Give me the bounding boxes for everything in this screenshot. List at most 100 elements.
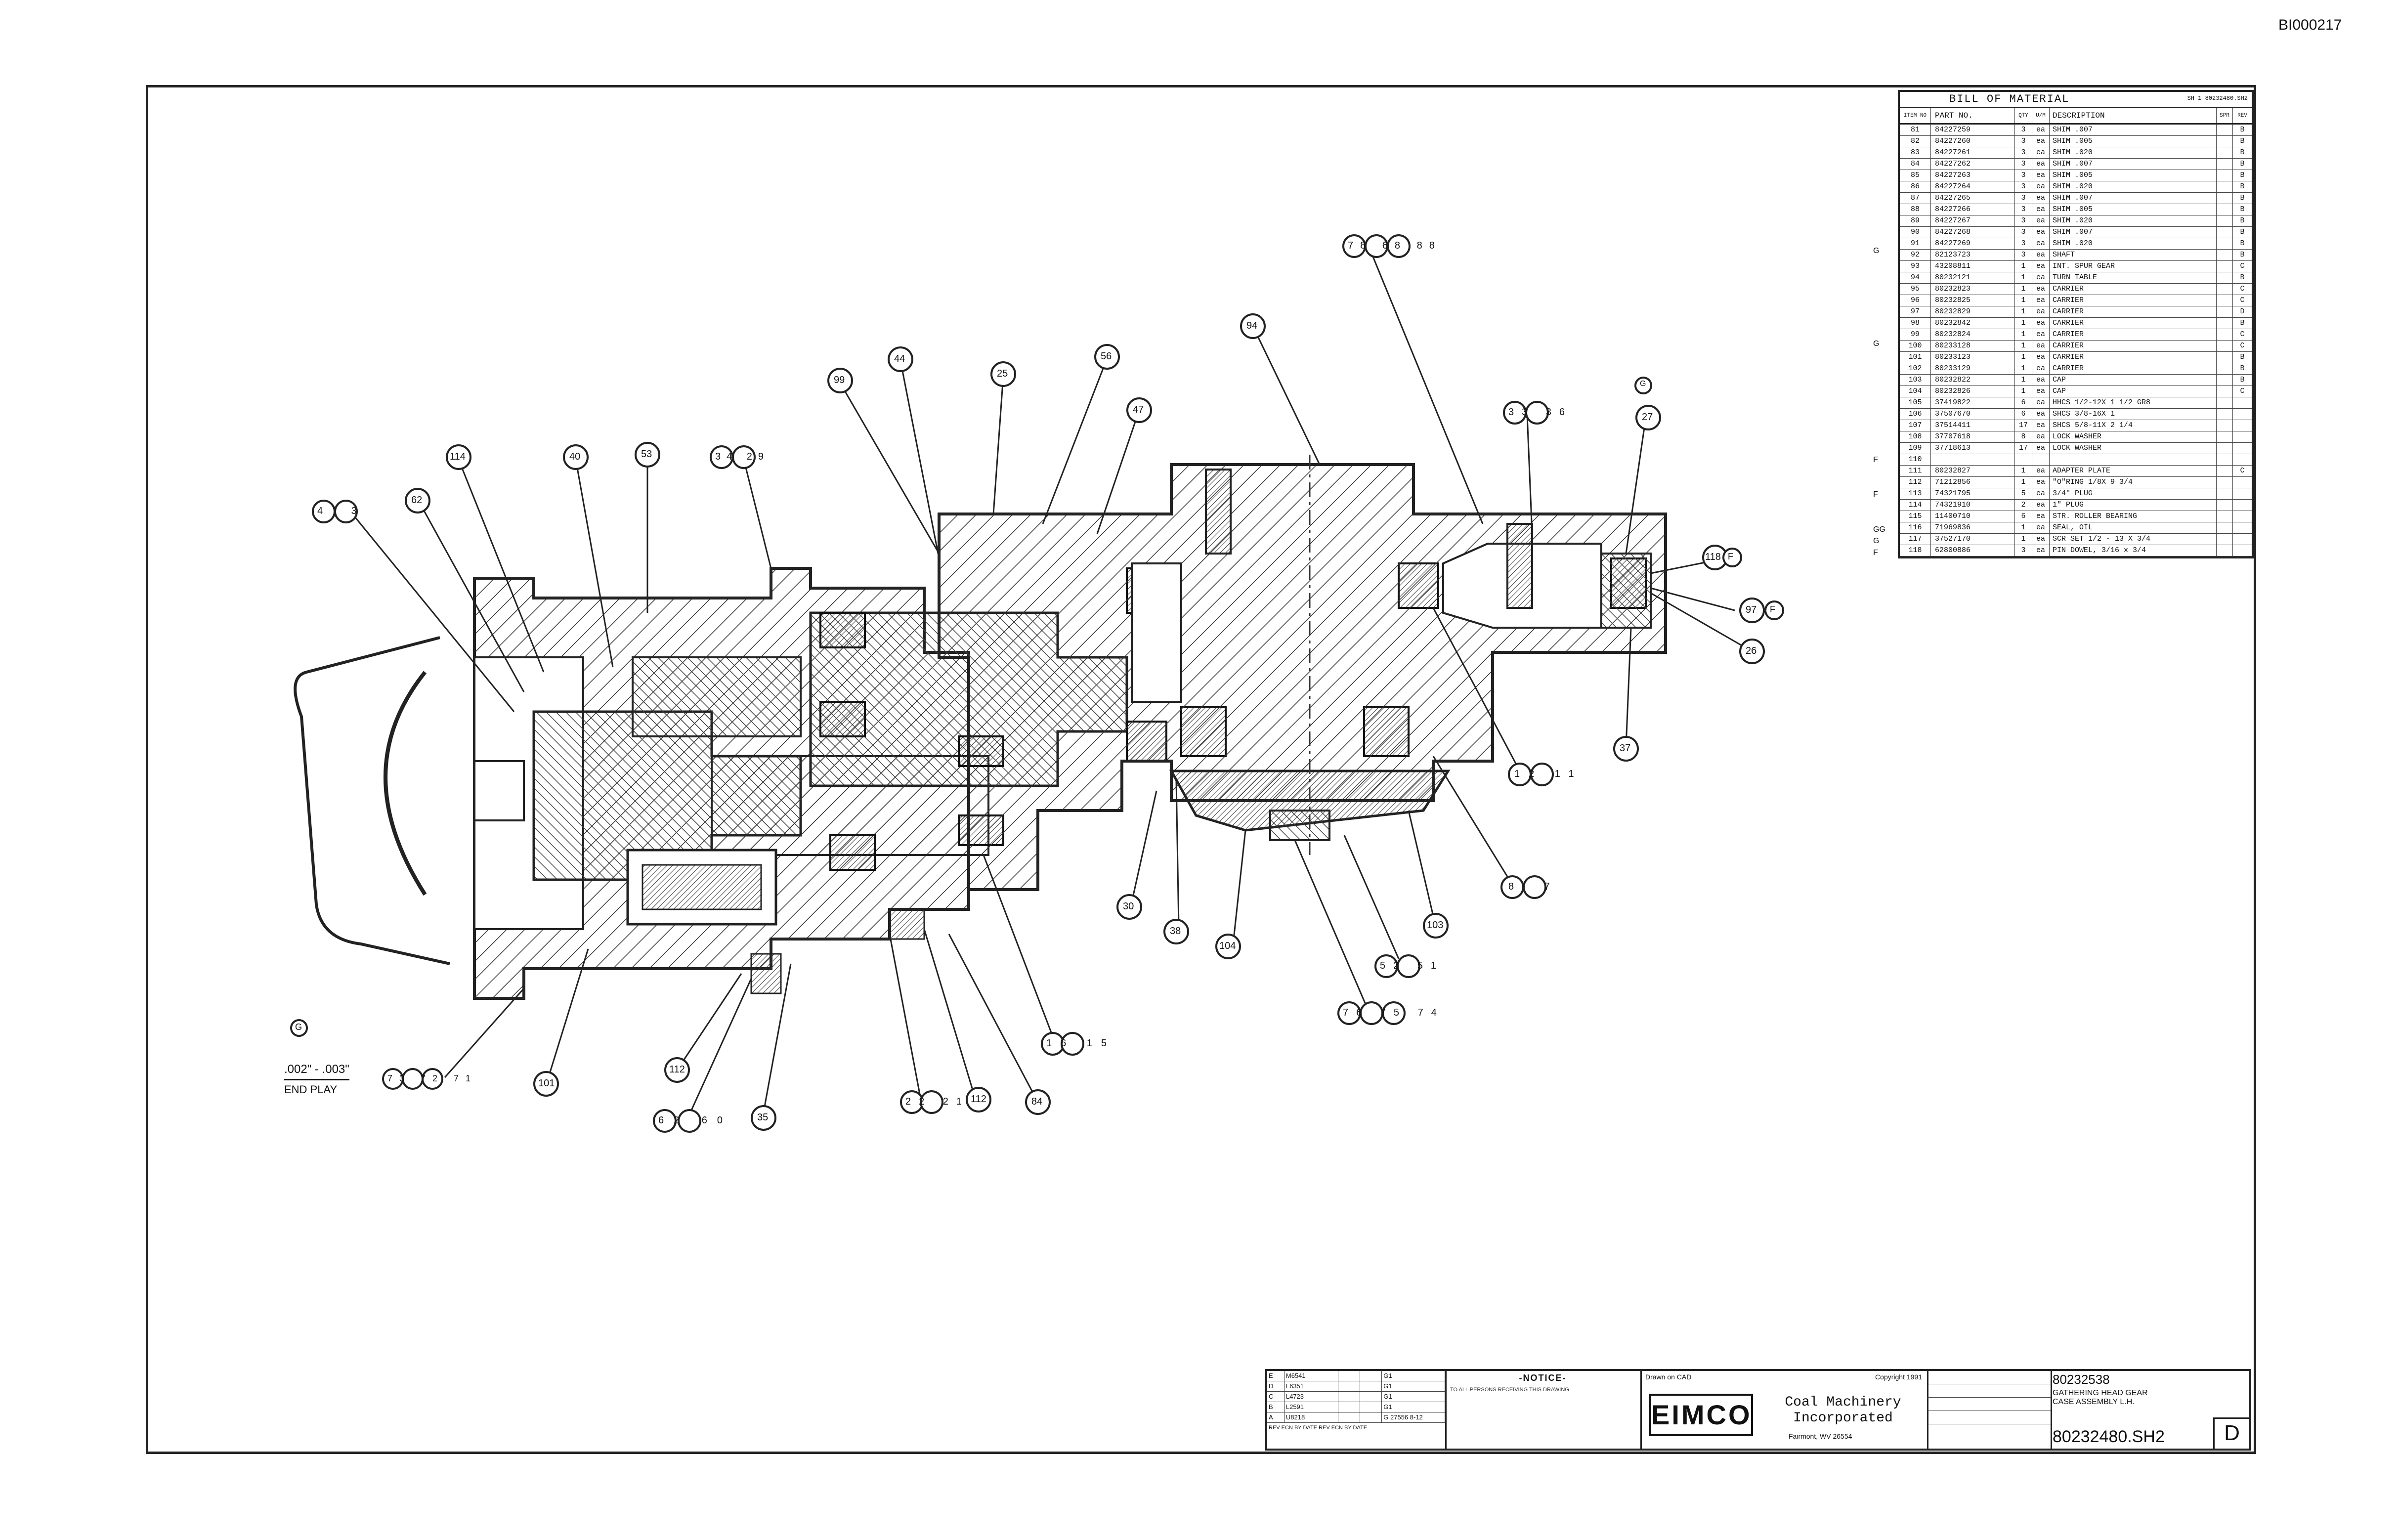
bom-cell-desc: HHCS 1/2-12X 1 1/2 GR8 (2050, 397, 2217, 408)
bom-cell-desc: CARRIER (2050, 352, 2217, 363)
callout-94: 94 (1246, 320, 1258, 331)
callout-112-b: 112 (971, 1094, 986, 1105)
approval-row (1927, 1398, 2051, 1411)
bom-cell-desc: CARRIER (2050, 363, 2217, 374)
bom-cell-rev: B (2240, 194, 2245, 202)
adapter-arc (384, 671, 427, 896)
bom-cell-desc: SCR SET 1/2 - 13 X 3/4 (2050, 534, 2217, 545)
bom-cell-um: ea (2032, 397, 2050, 408)
bom-cell-desc: CARRIER (2050, 318, 2217, 329)
bom-cell-um: ea (2032, 170, 2050, 181)
callout-34-29: 34 29 (715, 451, 770, 462)
bom-cell-qty: 1 (2015, 477, 2032, 488)
bom-cell-rev (2233, 488, 2252, 499)
bom-cell-item: 104 (1900, 386, 1931, 397)
bom-cell-um: ea (2032, 204, 2050, 215)
drawn-on-cad: Drawn on CAD (1645, 1373, 1692, 1381)
bom-sheet-ref: SH 1 80232480.SH2 (2187, 95, 2248, 102)
bom-cell-part: 80232826 (1931, 386, 2015, 397)
bom-cell-qty: 3 (2015, 193, 2032, 204)
bom-cell-spr (2217, 522, 2233, 533)
bom-cell-qty: 1 (2015, 386, 2032, 397)
bom-cell-qty: 1 (2015, 534, 2032, 545)
revision-cell-by (1338, 1371, 1361, 1381)
bom-cell-part: 80233129 (1931, 363, 2015, 374)
callout-8-7: 8 7 (1508, 881, 1564, 892)
bom-cell-spr (2217, 238, 2233, 249)
revision-cell-by (1338, 1402, 1361, 1412)
eimco-logo: EIMCO (1649, 1394, 1753, 1436)
bom-cell-desc: CAP (2050, 375, 2217, 385)
bom-cell-qty: 1 (2015, 272, 2032, 283)
approval-row (1927, 1411, 2051, 1424)
bom-cell-spr (2217, 431, 2233, 442)
callout-104: 104 (1219, 941, 1236, 951)
bom-cell-spr (2217, 341, 2233, 351)
bom-cell-rev: B (2240, 353, 2245, 361)
bom-cell-rev (2233, 397, 2252, 408)
bom-cell-desc: "O"RING 1/8X 9 3/4 (2050, 477, 2217, 488)
bom-cell-part: 84227261 (1931, 147, 2015, 158)
bom-cell-part: 37419822 (1931, 397, 2015, 408)
callout-38: 38 (1170, 926, 1181, 937)
bom-cell-um: ea (2032, 318, 2050, 329)
revision-cell-by (1338, 1392, 1361, 1402)
bom-row: 110 (1900, 454, 2252, 466)
bom-cell-qty: 17 (2015, 420, 2032, 431)
bom-cell-item: 87 (1900, 193, 1931, 204)
bom-cell-spr (2217, 125, 2233, 135)
bom-cell-spr (2217, 420, 2233, 431)
bom-cell-um: ea (2032, 409, 2050, 420)
bom-cell-rev: B (2240, 228, 2245, 236)
bom-cell-rev (2233, 534, 2252, 545)
bom-cell-rev (2233, 477, 2252, 488)
bom-cell-spr (2217, 386, 2233, 397)
revision-cell-date (1360, 1392, 1382, 1402)
bom-cell-qty: 1 (2015, 352, 2032, 363)
revision-cell-rev2: G1 (1382, 1392, 1445, 1402)
bom-cell-um: ea (2032, 500, 2050, 511)
callout-114: 114 (450, 451, 466, 462)
bom-cell-desc: CAP (2050, 386, 2217, 397)
end-play-label: END PLAY (284, 1083, 338, 1096)
bom-cell-qty: 3 (2015, 170, 2032, 181)
bom-cell-item: 101 (1900, 352, 1931, 363)
bom-cell-qty: 1 (2015, 295, 2032, 306)
callout-40: 40 (569, 451, 581, 462)
bom-cell-item: 91 (1900, 238, 1931, 249)
bom-cell-part: 82123723 (1931, 250, 2015, 260)
bom-cell-spr (2217, 250, 2233, 260)
bom-cell-item: 94 (1900, 272, 1931, 283)
callout-112-a: 112 (669, 1064, 685, 1075)
callout-62: 62 (411, 495, 423, 506)
bom-cell-spr (2217, 295, 2233, 306)
callout-16-15: 16 15 (1046, 1038, 1116, 1049)
revision-cell-sym: B (1267, 1402, 1285, 1412)
bom-cell-um: ea (2032, 466, 2050, 476)
bom-cell-spr (2217, 409, 2233, 420)
bom-cell-part: 43208811 (1931, 261, 2015, 272)
bom-cell-um: ea (2032, 341, 2050, 351)
callout-26: 26 (1746, 645, 1757, 656)
bom-cell-desc: SHIM .005 (2050, 170, 2217, 181)
callout-99: 99 (834, 375, 845, 385)
bom-cell-item: 92 (1900, 250, 1931, 260)
approval-row (1927, 1371, 2051, 1384)
company-name: Coal Machinery Incorporated (1785, 1395, 1901, 1426)
bom-cell-qty: 3 (2015, 125, 2032, 135)
bom-cell-rev (2233, 443, 2252, 454)
bom-cell-part: 37718613 (1931, 443, 2015, 454)
bom-cell-item: 116 (1900, 522, 1931, 533)
revision-cell-date (1360, 1371, 1382, 1381)
bom-cell-item: 90 (1900, 227, 1931, 238)
bom-cell-item: 102 (1900, 363, 1931, 374)
